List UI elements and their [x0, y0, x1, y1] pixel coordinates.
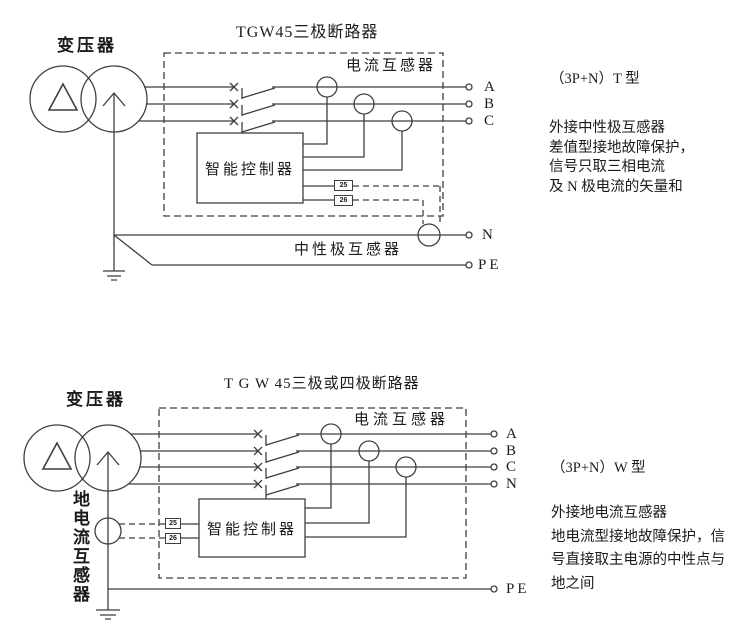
- bottom-note-type: （3P+N）W 型: [551, 460, 646, 476]
- top-neutral-ct-circle: [417, 223, 441, 247]
- top-transformer-symbol: [29, 65, 148, 271]
- bottom-phase-b-label: B: [506, 443, 518, 459]
- note-line: 信号只取三相电流: [549, 159, 665, 175]
- top-neutral-ct-label: 中性极互感器: [294, 242, 403, 258]
- bottom-diagram-title: T G W 45三极或四极断路器: [224, 376, 420, 392]
- contact-x-icon: [253, 479, 263, 489]
- top-neutral-pe-wires: [113, 234, 466, 266]
- top-note-type: （3P+N）T 型: [550, 71, 640, 87]
- top-terminal-wires-25-26: [303, 185, 441, 224]
- top-diagram-lines: [29, 52, 473, 281]
- bottom-phase-ct-circles: [305, 423, 417, 538]
- top-transformer-label: 变压器: [57, 36, 117, 55]
- bottom-controller-label: 智能控制器: [206, 521, 297, 538]
- note-line: 地之间: [551, 575, 595, 592]
- bottom-ct-label: 电流互感器: [354, 412, 450, 428]
- top-neutral-label: N: [482, 227, 494, 243]
- top-terminal-26: 26: [334, 195, 353, 206]
- top-diagram-title: TGW45三极断路器: [236, 24, 379, 41]
- bottom-controller-box: [198, 498, 306, 558]
- contact-x-icon: [253, 446, 263, 456]
- note-line: 外接地电流互感器: [551, 505, 667, 521]
- bottom-ground-symbol: [96, 609, 120, 620]
- top-phase-a-label: A: [484, 79, 496, 95]
- note-line: 号直接取主电源的中性点与: [551, 552, 725, 568]
- contact-x-icon: [229, 116, 239, 126]
- bottom-output-terminals: [490, 430, 498, 593]
- bottom-terminal-25: 25: [165, 518, 181, 529]
- top-phase-b-label: B: [484, 96, 496, 112]
- bottom-ground-ct-label: 地电流互感器: [70, 490, 89, 604]
- bottom-terminal-26: 26: [165, 533, 181, 544]
- contact-x-icon: [253, 462, 263, 472]
- top-controller-box: [196, 132, 304, 204]
- bottom-diagram-lines: [23, 407, 498, 620]
- bottom-ground-ct-circle: [94, 517, 199, 545]
- bottom-phase-c-label: C: [506, 459, 518, 475]
- bottom-note-body: 外接地电流互感器 地电流型接地故障保护，信 号直接取主电源的中性点与 地之间: [551, 502, 725, 596]
- note-line: 差值型接地故障保护，: [549, 139, 694, 156]
- top-terminal-25: 25: [334, 180, 353, 191]
- note-line: 及 N 极电流的矢量和: [549, 178, 683, 195]
- pen-diagonal-wire: [113, 234, 153, 266]
- note-line: 地电流型接地故障保护，信: [551, 528, 725, 545]
- top-output-terminals: [465, 83, 473, 269]
- bottom-transformer-symbol: [23, 424, 142, 610]
- bottom-transformer-label: 变压器: [66, 390, 126, 409]
- top-phase-c-label: C: [484, 113, 496, 129]
- contact-x-icon: [253, 429, 263, 439]
- contact-x-icon: [229, 99, 239, 109]
- top-note-body: 外接中性极互感器 差值型接地故障保护， 信号只取三相电流 及 N 极电流的矢量和: [549, 119, 694, 197]
- contact-x-icon: [229, 82, 239, 92]
- bottom-neutral-label: N: [506, 476, 518, 492]
- delta-winding-icon: [41, 441, 73, 470]
- top-ground-symbol: [103, 270, 125, 281]
- delta-winding-icon: [47, 82, 79, 111]
- top-ct-label: 电流互感器: [346, 58, 437, 74]
- bottom-breaker-enclosure: [158, 407, 467, 579]
- top-pe-label: PE: [478, 257, 502, 273]
- top-breaker-poles: [139, 82, 466, 133]
- bottom-phase-a-label: A: [506, 426, 518, 442]
- top-phase-ct-circles: [303, 76, 413, 171]
- note-line: 外接中性极互感器: [549, 120, 665, 136]
- bottom-breaker-poles: [128, 429, 491, 499]
- top-controller-label: 智能控制器: [204, 161, 295, 178]
- bottom-pe-label: PE: [506, 581, 530, 597]
